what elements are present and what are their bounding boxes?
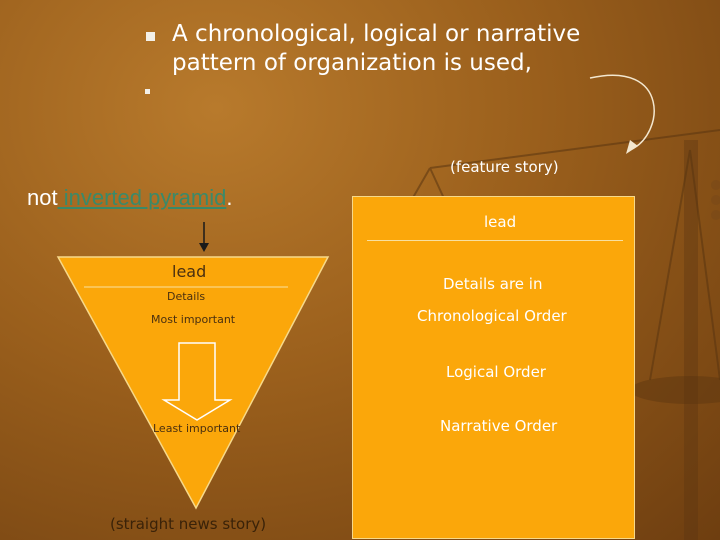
bullet-icon <box>145 89 150 94</box>
feature-story-label: (feature story) <box>450 158 559 176</box>
straight-news-story-label: (straight news story) <box>110 515 267 533</box>
not-text: not <box>27 185 58 210</box>
box-order-logical: Logical Order <box>446 363 546 381</box>
box-lead: lead <box>484 213 517 231</box>
feature-story-box: lead Details are in Chronological Order … <box>352 196 635 539</box>
pyramid-details: Details <box>167 290 206 303</box>
down-arrow-icon <box>161 342 233 421</box>
bullet-icon <box>146 32 155 41</box>
not-inverted-pyramid-heading: not inverted pyramid. <box>27 185 232 211</box>
curved-arrow-icon <box>589 74 655 151</box>
box-order-chronological: Chronological Order <box>417 307 567 325</box>
pyramid-most-important: Most important <box>151 313 236 326</box>
main-bullet-text: A chronological, logical or narrative pa… <box>172 20 692 78</box>
pyramid-least-important: Least important <box>153 422 241 435</box>
period-text: . <box>226 185 233 210</box>
box-details-intro: Details are in <box>443 275 543 293</box>
box-order-narrative: Narrative Order <box>440 417 558 435</box>
box-divider <box>367 240 623 241</box>
pyramid-lead: lead <box>172 262 207 281</box>
main-text-line-1: A chronological, logical or narrative <box>172 21 581 47</box>
main-text-line-2: pattern of organization is used, <box>172 50 532 76</box>
inverted-pyramid-link[interactable]: inverted pyramid <box>57 185 227 210</box>
